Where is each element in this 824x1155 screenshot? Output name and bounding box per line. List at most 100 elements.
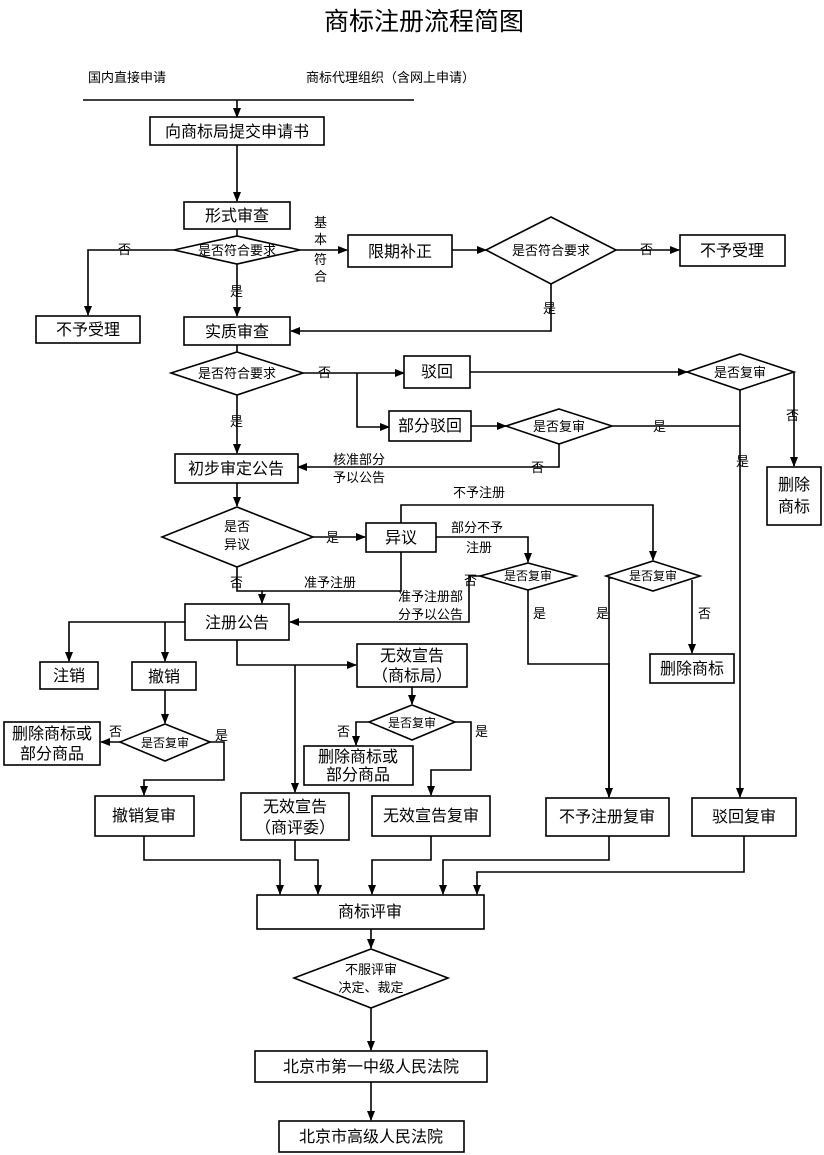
edge-notice-invalid-office [236, 640, 357, 669]
edge-invalid-board-board [294, 840, 322, 895]
partial-no-line2: 注册 [466, 541, 492, 556]
edge-revoke-review-yes [140, 741, 225, 796]
basic-ok-char-2: 本 [314, 233, 327, 248]
review-decision-obj2-label: 是否复审 [629, 568, 677, 583]
source-direct-label: 国内直接申请 [88, 70, 166, 86]
approve-part-notice-line2: 予以公告 [333, 471, 385, 486]
invalid-review-yes-label: 是 [475, 725, 488, 740]
edge-decision3-partial [356, 373, 390, 431]
review-decision-partial-label: 是否复审 [533, 420, 585, 435]
edge-reject-review-board [473, 836, 745, 895]
reject-review-box [691, 797, 797, 837]
edge-objection-no [236, 567, 266, 604]
delete-partial-mid-line1: 删除商标或 [318, 747, 398, 766]
submit-application-box [149, 116, 325, 146]
edge-revoke-review-board [143, 836, 284, 895]
reject-review-no-label: 否 [786, 409, 799, 424]
delete-partial-left-line1: 删除商标或 [12, 724, 92, 743]
invalid-office-box [356, 643, 468, 688]
invalid-board-line2: （商评委） [255, 818, 335, 837]
approve-part-notice-line1: 核准部分 [333, 453, 385, 468]
review-decision-reject-label: 是否复审 [714, 366, 766, 381]
correct-in-time-box [347, 234, 453, 268]
reject-review-label: 驳回复审 [712, 807, 776, 826]
review-decision-revoke-label: 是否复审 [141, 735, 189, 750]
edge-invalid-review-no [352, 721, 369, 746]
decision2-yes-label: 是 [543, 302, 556, 317]
invalid-office-line1: 无效宣告 [380, 646, 444, 665]
not-accepted-right-label: 不予受理 [700, 241, 764, 260]
objection-label: 异议 [385, 528, 417, 547]
decision1-yes-label: 是 [230, 285, 243, 300]
review-decision-invalid [366, 704, 458, 741]
review-decision-obj2 [603, 560, 703, 592]
objection-decision [159, 506, 316, 568]
formal-review-box [183, 201, 291, 230]
revoke-review-no-label: 否 [109, 725, 122, 740]
formal-review-label: 形式审查 [205, 206, 269, 225]
board-review-label: 商标评审 [338, 902, 402, 921]
no-reg-review-label: 不予注册复审 [559, 807, 655, 826]
invalid-review-box [371, 795, 491, 837]
partial-review-no-label: 否 [531, 461, 544, 476]
meets-req-decision-3-label: 是否符合要求 [198, 366, 276, 382]
obj2-review-yes-label: 是 [596, 607, 609, 622]
prelim-notice-box [174, 453, 299, 484]
decision1-no-label: 否 [118, 243, 131, 258]
source-agency-label: 商标代理组织（含网上申请） [306, 70, 475, 86]
substantive-review-label: 实质审查 [205, 322, 269, 341]
court1-box [254, 1050, 488, 1083]
review-decision-revoke [117, 723, 213, 762]
edge-invalid-review-yes [427, 721, 472, 796]
disagree-decision [291, 948, 451, 1009]
approve-reg-label: 准予注册 [304, 576, 356, 591]
edge-obj2-review-yes [608, 577, 613, 797]
delete-mark-right-box [766, 466, 822, 526]
substantive-review-box [183, 316, 291, 346]
basic-ok-char-3: 符 [314, 252, 327, 268]
disagree-decision-line2: 决定、裁定 [338, 980, 403, 996]
invalid-board-box [240, 792, 350, 841]
cancel-registration-label: 注销 [53, 666, 85, 685]
reject-box [403, 355, 471, 389]
approve-part-reg-line2: 分予以公告 [398, 608, 463, 623]
submit-application-label: 向商标局提交申请书 [165, 122, 309, 141]
page-title: 商标注册流程简图 [324, 7, 524, 36]
not-accepted-left-label: 不予受理 [56, 320, 120, 339]
no-registration-label: 不予注册 [453, 486, 505, 501]
delete-partial-mid-box [303, 745, 414, 786]
court2-label: 北京市高级人民法院 [299, 1127, 443, 1146]
delete-mark-mid-label: 删除商标 [660, 659, 724, 678]
edge-partial-review-no [297, 444, 560, 471]
partial-no-line1: 部分不予 [451, 521, 503, 536]
delete-partial-mid-line2: 部分商品 [326, 765, 390, 784]
edge-obj1-review-no [289, 575, 480, 626]
reject-review-yes-label: 是 [736, 455, 749, 470]
objection-decision-line2: 异议 [224, 538, 250, 553]
edge-notice-cancel [65, 621, 185, 662]
invalid-review-no-label: 否 [337, 725, 350, 740]
objection-yes-label: 是 [326, 531, 339, 546]
partial-reject-box [388, 410, 472, 442]
not-accepted-right-box [679, 234, 786, 267]
obj1-review-no-label: 否 [464, 574, 477, 589]
court1-label: 北京市第一中级人民法院 [283, 1057, 459, 1076]
revoke-box [131, 661, 197, 691]
disagree-decision-line1: 不服评审 [345, 963, 397, 978]
review-decision-invalid-label: 是否复审 [388, 715, 436, 730]
decision2-no-label: 否 [640, 243, 653, 258]
delete-mark-mid-box [649, 653, 735, 684]
court2-box [278, 1120, 465, 1153]
meets-req-decision-1-label: 是否符合要求 [198, 243, 276, 259]
revoke-label: 撤销 [148, 667, 180, 686]
not-accepted-left-box [35, 315, 141, 344]
board-review-box [256, 894, 485, 930]
revoke-review-label: 撤销复审 [112, 806, 176, 825]
invalid-review-label: 无效宣告复审 [383, 806, 479, 825]
basic-ok-char-1: 基 [314, 216, 327, 231]
partial-review-yes-label: 是 [653, 420, 666, 435]
invalid-office-line2: （商标局） [372, 666, 452, 685]
obj2-review-no-label: 否 [698, 607, 711, 622]
delete-mark-right-line2: 商标 [778, 497, 810, 516]
